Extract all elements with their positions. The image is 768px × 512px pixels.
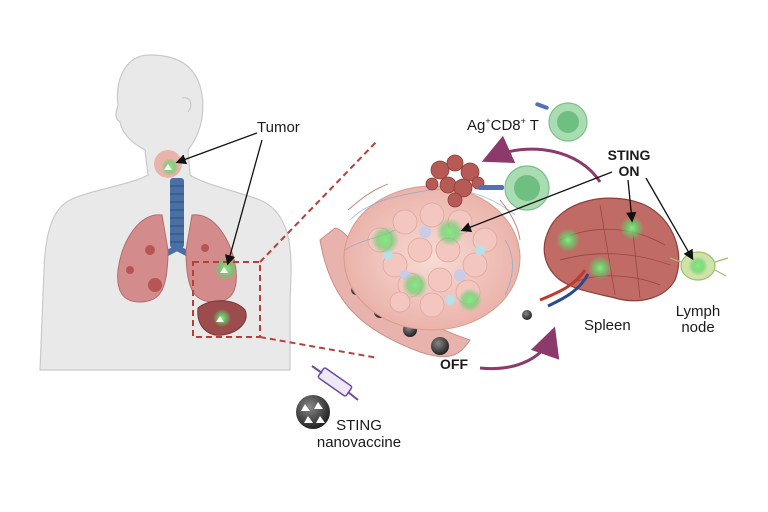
sting-on-line1: STING xyxy=(607,147,651,163)
tumor-label: Tumor xyxy=(257,119,300,136)
tcell-label-suffix: T xyxy=(525,117,539,134)
sting-nanovaccine-label: STING nanovaccine xyxy=(304,417,414,451)
vaccine-line2: nanovaccine xyxy=(316,434,402,451)
spleen-icon xyxy=(522,197,680,320)
tcell-label-sup1: + xyxy=(485,116,491,126)
vaccine-line1: STING xyxy=(336,417,382,434)
tcell-label-mid: CD8 xyxy=(490,117,521,134)
sting-on-arrows xyxy=(460,171,694,261)
tumor-mass-icon xyxy=(343,183,521,331)
lymph-node-line1: Lymph xyxy=(675,303,721,320)
syringe-icon xyxy=(311,365,359,401)
tcell-label: Ag+CD8+ T xyxy=(467,116,539,134)
spleen-label: Spleen xyxy=(584,317,631,334)
t-cell-icon xyxy=(478,102,588,211)
lymph-node-line2: node xyxy=(681,319,715,336)
sting-on-label: STING ON xyxy=(604,147,654,179)
human-torso-icon xyxy=(39,54,292,371)
tcell-label-prefix: Ag xyxy=(467,117,486,134)
tcell-label-sup2: + xyxy=(520,116,526,126)
dying-tumor-icon xyxy=(425,154,485,208)
lymph-node-icon xyxy=(669,251,729,281)
tumor-arrows xyxy=(175,132,263,266)
lymph-node-label: Lymph node xyxy=(668,304,728,336)
trafficking-arrows xyxy=(479,135,602,371)
tumor-icon xyxy=(154,150,238,327)
nanoparticle-icon xyxy=(296,395,330,429)
sting-on-line2: ON xyxy=(618,163,640,179)
off-label: OFF xyxy=(440,356,468,372)
